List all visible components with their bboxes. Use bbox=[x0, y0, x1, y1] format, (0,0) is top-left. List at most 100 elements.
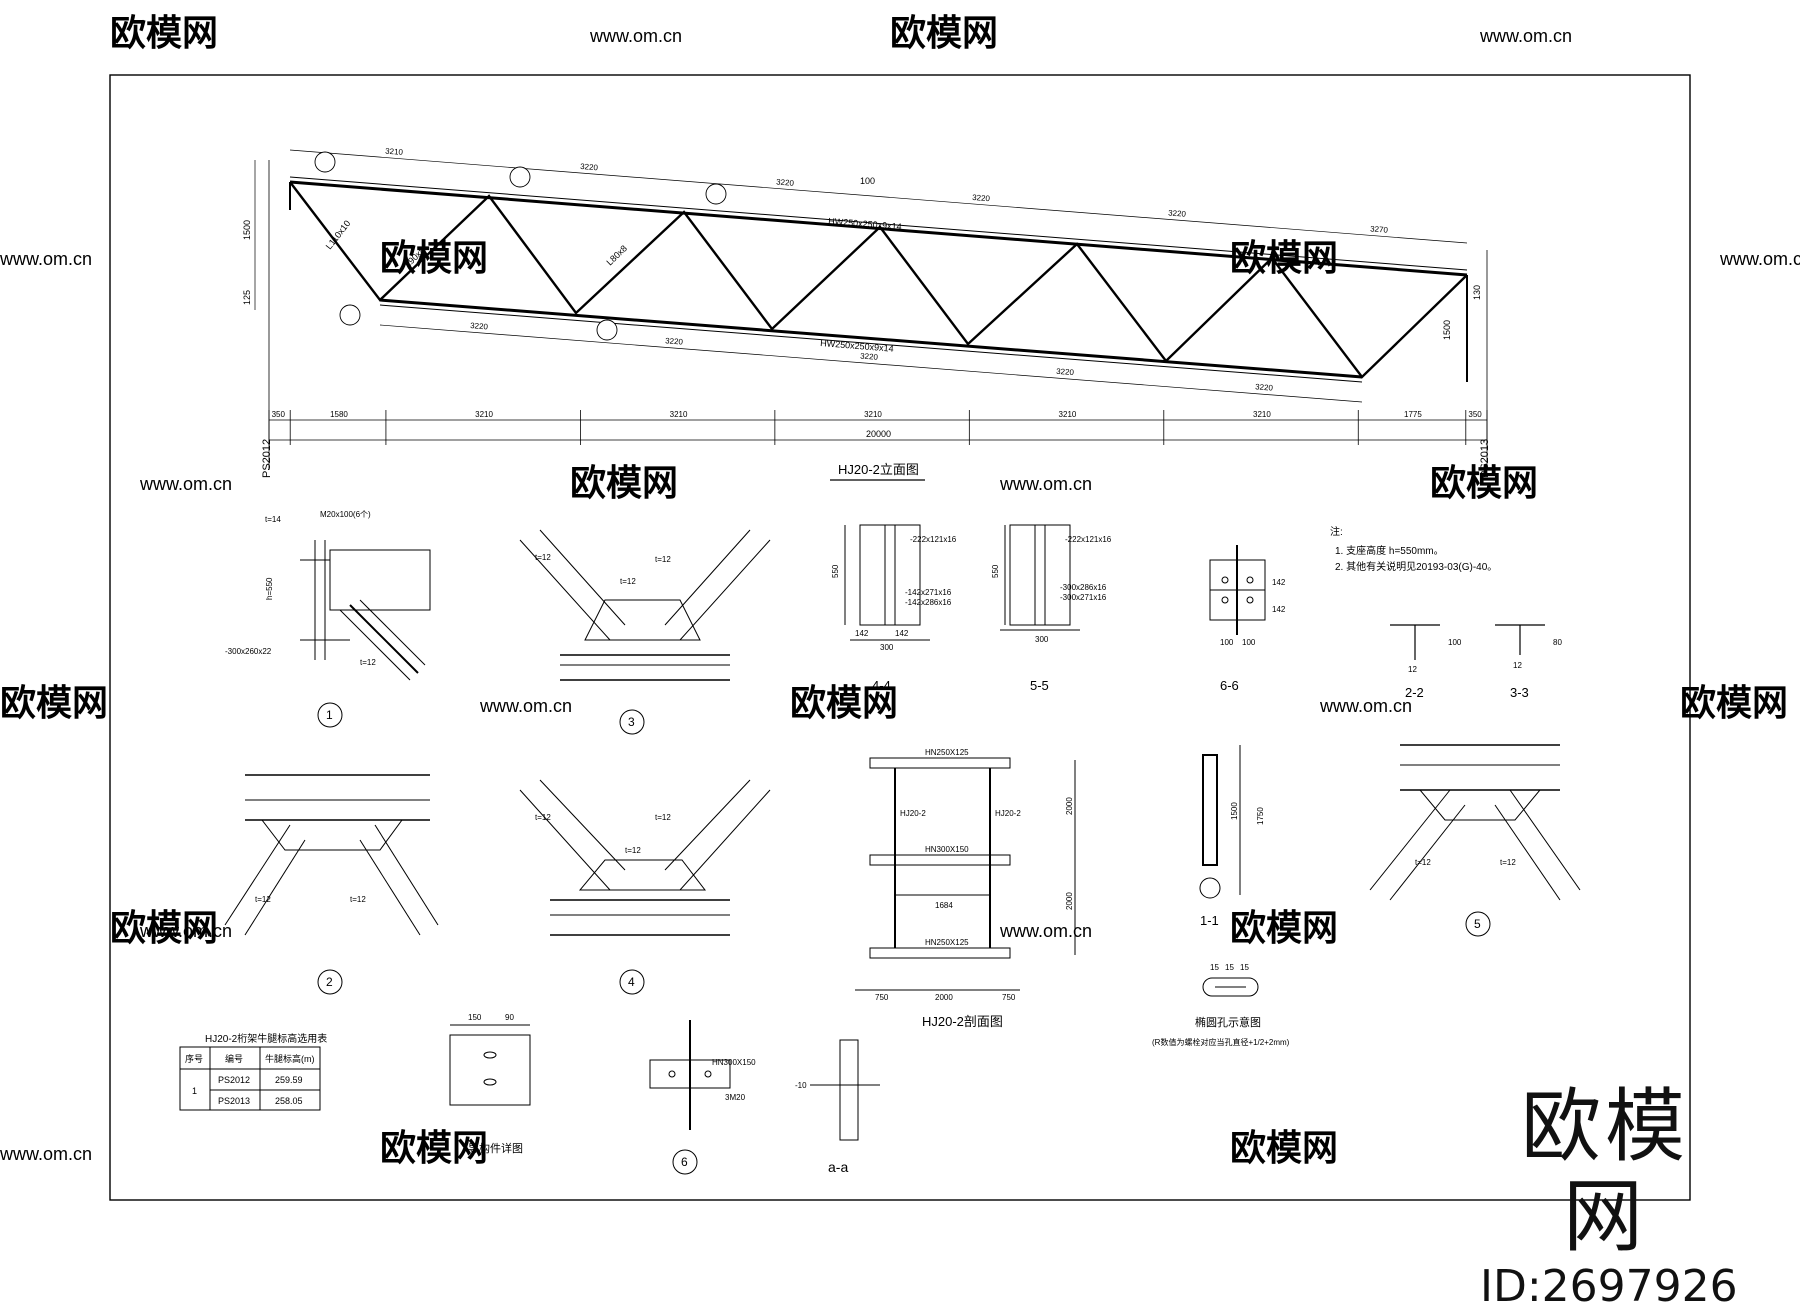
svg-text:550: 550 bbox=[831, 564, 840, 578]
watermark-url: www.om.cn bbox=[589, 26, 682, 46]
svg-text:导构件详图: 导构件详图 bbox=[468, 1141, 523, 1155]
section-6-6 bbox=[1209, 545, 1266, 635]
watermark-url: www.om.cn bbox=[0, 249, 92, 269]
svg-text:142: 142 bbox=[895, 629, 909, 638]
svg-text:15: 15 bbox=[1210, 963, 1219, 972]
top-dim: 3270 bbox=[1370, 224, 1389, 234]
svg-text:142: 142 bbox=[1272, 578, 1286, 587]
watermark-brand: 欧模网 bbox=[570, 462, 678, 503]
depth-dim-right: 1500 bbox=[1442, 320, 1452, 340]
svg-text:150: 150 bbox=[468, 1013, 482, 1022]
watermark-url: www.om.cn bbox=[139, 921, 232, 941]
detail-3 bbox=[519, 529, 771, 735]
detail-4 bbox=[519, 779, 771, 995]
svg-text:-300x271x16: -300x271x16 bbox=[1060, 593, 1107, 602]
svg-text:750: 750 bbox=[875, 993, 889, 1002]
drawing-sheet: 欧模网欧模网欧模网欧模网欧模网欧模网欧模网欧模网欧模网欧模网欧模网欧模网欧模网w… bbox=[0, 12, 1800, 1201]
cross-section-labels: HN250X125 HJ20-2 HJ20-2 HN300X150 HN250X… bbox=[875, 748, 1074, 1029]
section-1-1 bbox=[1199, 745, 1241, 899]
svg-text:HJ20-2: HJ20-2 bbox=[995, 809, 1021, 818]
svg-text:t=12: t=12 bbox=[535, 553, 551, 562]
section-5-5-labels: -222x121x16 -300x286x16 -300x271x16 550 … bbox=[991, 535, 1112, 693]
detail-1 bbox=[300, 540, 431, 728]
node-callouts bbox=[314, 151, 727, 341]
svg-text:t=12: t=12 bbox=[255, 895, 271, 904]
svg-text:2: 2 bbox=[326, 975, 333, 989]
watermark-layer: 欧模网欧模网欧模网欧模网欧模网欧模网欧模网欧模网欧模网欧模网欧模网欧模网欧模网w… bbox=[0, 12, 1800, 1168]
svg-text:258.05: 258.05 bbox=[275, 1096, 303, 1106]
section-4-4 bbox=[844, 524, 930, 641]
drawing-frame bbox=[109, 74, 1691, 1201]
watermark-brand: 欧模网 bbox=[1230, 907, 1338, 948]
svg-text:3M20: 3M20 bbox=[725, 1093, 746, 1102]
watermark-brand: 欧模网 bbox=[1430, 462, 1538, 503]
svg-text:序号: 序号 bbox=[185, 1053, 203, 1064]
svg-text:100: 100 bbox=[1242, 638, 1256, 647]
svg-text:-222x121x16: -222x121x16 bbox=[1065, 535, 1112, 544]
selection-table bbox=[179, 1046, 321, 1111]
svg-text:-142x271x16: -142x271x16 bbox=[905, 588, 952, 597]
svg-text:a-a: a-a bbox=[828, 1159, 848, 1175]
svg-text:HN250X125: HN250X125 bbox=[925, 938, 969, 947]
member-label-3: L80x8 bbox=[604, 243, 629, 267]
section-2-3-labels: 100 12 80 12 2-2 3-3 bbox=[1405, 638, 1562, 700]
cross-section bbox=[855, 757, 1076, 991]
guide-plate-labels: 150 90 导构件详图 bbox=[468, 1013, 523, 1155]
total-span: 20000 bbox=[866, 429, 891, 439]
section-1-1-labels: 1500 1750 1-1 bbox=[1200, 802, 1265, 928]
svg-text:300: 300 bbox=[1035, 635, 1049, 644]
top-dim: 3220 bbox=[776, 177, 795, 187]
oval-hole-labels: 15 15 15 椭圆孔示意图 (R数值为螺栓对应当孔直径+1/2+2mm) bbox=[1152, 963, 1290, 1047]
svg-text:1: 1 bbox=[192, 1086, 197, 1096]
svg-text:80: 80 bbox=[1553, 638, 1562, 647]
span-dim: 3210 bbox=[1253, 410, 1271, 419]
svg-text:750: 750 bbox=[1002, 993, 1016, 1002]
top-dim: 3220 bbox=[972, 193, 991, 203]
top-dim: 3210 bbox=[385, 147, 404, 157]
svg-text:t=12: t=12 bbox=[350, 895, 366, 904]
svg-text:4: 4 bbox=[628, 975, 635, 989]
top-dim: 3220 bbox=[1168, 208, 1187, 218]
truss-elevation bbox=[254, 149, 1488, 470]
watermark-brand: 欧模网 bbox=[110, 12, 218, 53]
detail-2-labels: t=12 t=12 2 bbox=[255, 895, 366, 989]
svg-text:M20x100(6个): M20x100(6个) bbox=[320, 510, 371, 519]
svg-text:15: 15 bbox=[1240, 963, 1249, 972]
span-dim: 3210 bbox=[1059, 410, 1077, 419]
watermark-url: www.om.cn bbox=[479, 696, 572, 716]
svg-text:t=12: t=12 bbox=[655, 813, 671, 822]
watermark-brand: 欧模网 bbox=[890, 12, 998, 53]
bottom-dim: 3220 bbox=[860, 351, 879, 361]
section-5-5 bbox=[1000, 524, 1080, 631]
guide-plate bbox=[449, 1024, 531, 1106]
truss-elevation-labels: HW250x250x9x14 HW250x250x9x14 L110x10 L9… bbox=[242, 147, 1491, 478]
section-2-2 bbox=[1390, 624, 1440, 660]
notes: 注: 1. 支座高度 h=550mm。 2. 其他有关说明见20193-03(G… bbox=[1330, 525, 1497, 573]
svg-text:3: 3 bbox=[628, 715, 635, 729]
detail-5-labels: t=12 t=12 5 bbox=[1415, 858, 1516, 931]
svg-text:-300x286x16: -300x286x16 bbox=[1060, 583, 1107, 592]
svg-text:2000: 2000 bbox=[1065, 797, 1074, 815]
elevation-title: HJ20-2立面图 bbox=[838, 462, 919, 477]
detail-4-labels: t=12 t=12 t=12 4 bbox=[535, 813, 671, 989]
top-chord-label: HW250x250x9x14 bbox=[828, 216, 902, 232]
svg-text:1-1: 1-1 bbox=[1200, 913, 1219, 928]
right-pier: PS2013 bbox=[1479, 439, 1491, 478]
svg-text:t=12: t=12 bbox=[625, 846, 641, 855]
svg-text:5-5: 5-5 bbox=[1030, 678, 1049, 693]
svg-text:HN250X125: HN250X125 bbox=[925, 748, 969, 757]
svg-text:3-3: 3-3 bbox=[1510, 685, 1529, 700]
top-dim: 3220 bbox=[580, 162, 599, 172]
svg-text:HJ20-2剖面图: HJ20-2剖面图 bbox=[922, 1014, 1003, 1029]
selection-table-text: HJ20-2桁架牛腿标高选用表 序号 编号 牛腿标高(m) 1 PS2012 2… bbox=[185, 1032, 327, 1106]
span-dim: 3210 bbox=[670, 410, 688, 419]
span-dim: 350 bbox=[1468, 410, 1482, 419]
svg-text:5: 5 bbox=[1474, 917, 1481, 931]
watermark-brand: 欧模网 bbox=[790, 682, 898, 723]
bottom-dim: 3220 bbox=[1056, 367, 1075, 377]
detail-2 bbox=[224, 774, 439, 995]
span-dim: 3210 bbox=[864, 410, 882, 419]
svg-text:HJ20-2: HJ20-2 bbox=[900, 809, 926, 818]
watermark-url: www.om.cn bbox=[139, 474, 232, 494]
section-a-a-labels: -10 a-a bbox=[795, 1081, 848, 1175]
